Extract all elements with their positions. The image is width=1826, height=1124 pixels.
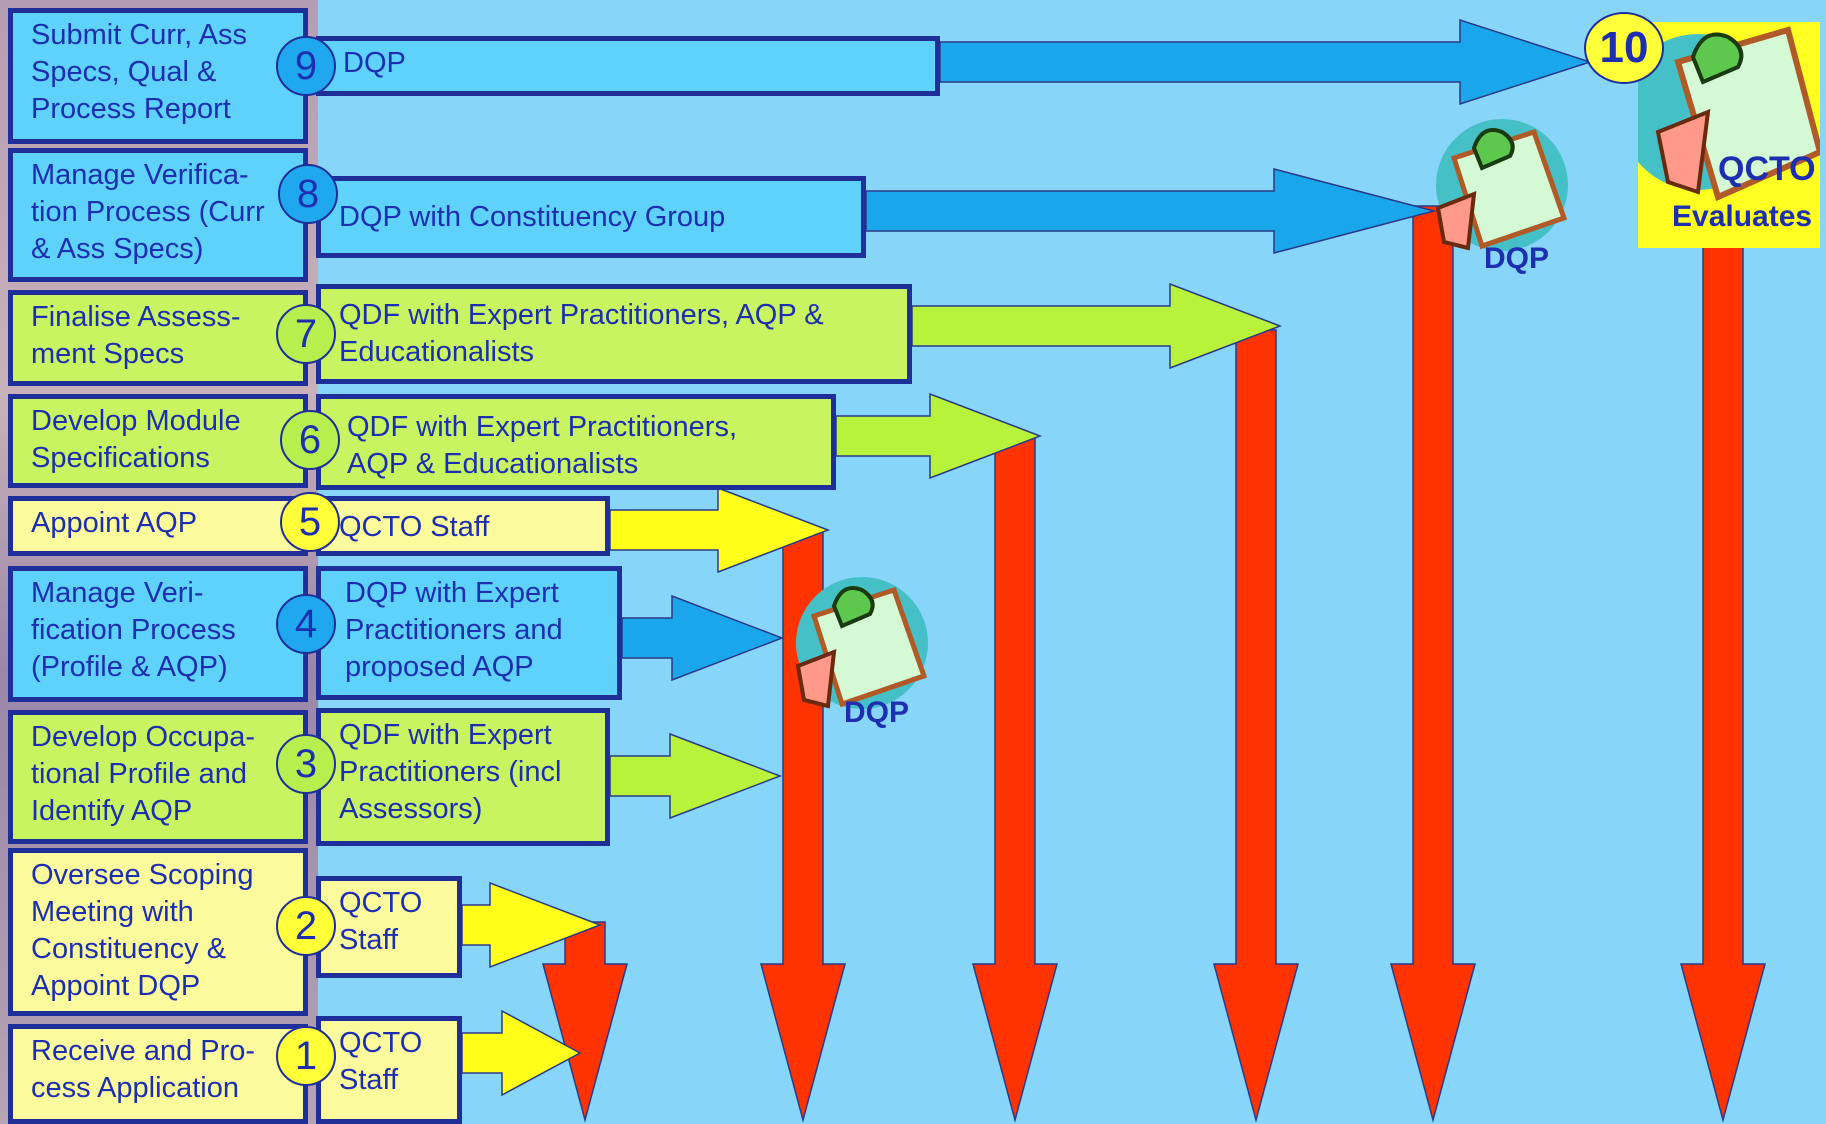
dqp-label-lower: DQP	[844, 696, 910, 729]
step-8-number: 8	[278, 164, 338, 224]
red-arrow-step-6	[972, 435, 1058, 1123]
step-2-title: Oversee Scoping Meeting with Constituenc…	[8, 848, 308, 1016]
step-9-number: 9	[276, 36, 336, 96]
step-3-title: Develop Occupa- tional Profile and Ident…	[8, 710, 308, 844]
arrow-step-4	[621, 594, 785, 682]
dqp-clipboard-icon-upper	[1434, 118, 1570, 252]
step-3-actor: QDF with Expert Practitioners (incl Asse…	[316, 708, 610, 846]
step-1-actor: QCTO Staff	[316, 1016, 462, 1124]
arrow-step-2	[461, 881, 603, 969]
clipboard-icon	[1638, 22, 1820, 248]
red-arrow-step-7	[1213, 329, 1299, 1123]
qcto-evaluates-panel	[1638, 22, 1820, 248]
step-4-title: Manage Veri- fication Process (Profile &…	[8, 566, 308, 702]
arrow-step-7	[911, 282, 1283, 370]
step-2-number: 2	[276, 896, 336, 956]
step-4-actor: DQP with Expert Practitioners and propos…	[316, 566, 622, 700]
red-arrow-step-2	[542, 921, 628, 1123]
arrow-step-1	[461, 1009, 582, 1097]
step-3-number: 3	[276, 734, 336, 794]
step-2-actor: QCTO Staff	[316, 876, 462, 978]
step-1-title: Receive and Pro- cess Application	[8, 1024, 308, 1124]
evaluates-label: Evaluates	[1672, 200, 1813, 233]
step-9-title: Submit Curr, Ass Specs, Qual & Process R…	[8, 8, 308, 144]
step-5-actor: QCTO Staff	[316, 496, 610, 556]
red-arrow-step-10	[1680, 239, 1766, 1123]
step-6-title: Develop Module Specifications	[8, 394, 308, 488]
step-1-number: 1	[276, 1026, 336, 1086]
step-7-actor: QDF with Expert Practitioners, AQP & Edu…	[316, 284, 912, 384]
step-8-actor: DQP with Constituency Group	[316, 176, 866, 258]
dqp-label-upper: DQP	[1484, 242, 1550, 275]
red-arrow-step-8	[1390, 205, 1476, 1123]
step-10-number: 10	[1584, 12, 1664, 84]
step-9-actor: DQP	[316, 36, 940, 96]
arrow-step-8	[865, 168, 1437, 254]
step-7-number: 7	[276, 304, 336, 364]
step-5-number: 5	[280, 492, 340, 552]
arrow-step-5	[609, 486, 831, 574]
qcto-label: QCTO	[1718, 150, 1816, 188]
step-5-title: Appoint AQP	[8, 496, 308, 556]
arrow-step-3	[609, 732, 783, 820]
step-6-number: 6	[280, 410, 340, 470]
arrow-step-9	[939, 18, 1593, 106]
step-8-title: Manage Verifica- tion Process (Curr & As…	[8, 148, 308, 282]
step-6-actor: QDF with Expert Practitioners, AQP & Edu…	[316, 394, 836, 490]
step-4-number: 4	[276, 594, 336, 654]
step-7-title: Finalise Assess- ment Specs	[8, 290, 308, 386]
arrow-step-6	[835, 392, 1043, 480]
dqp-clipboard-icon-lower	[794, 576, 930, 710]
